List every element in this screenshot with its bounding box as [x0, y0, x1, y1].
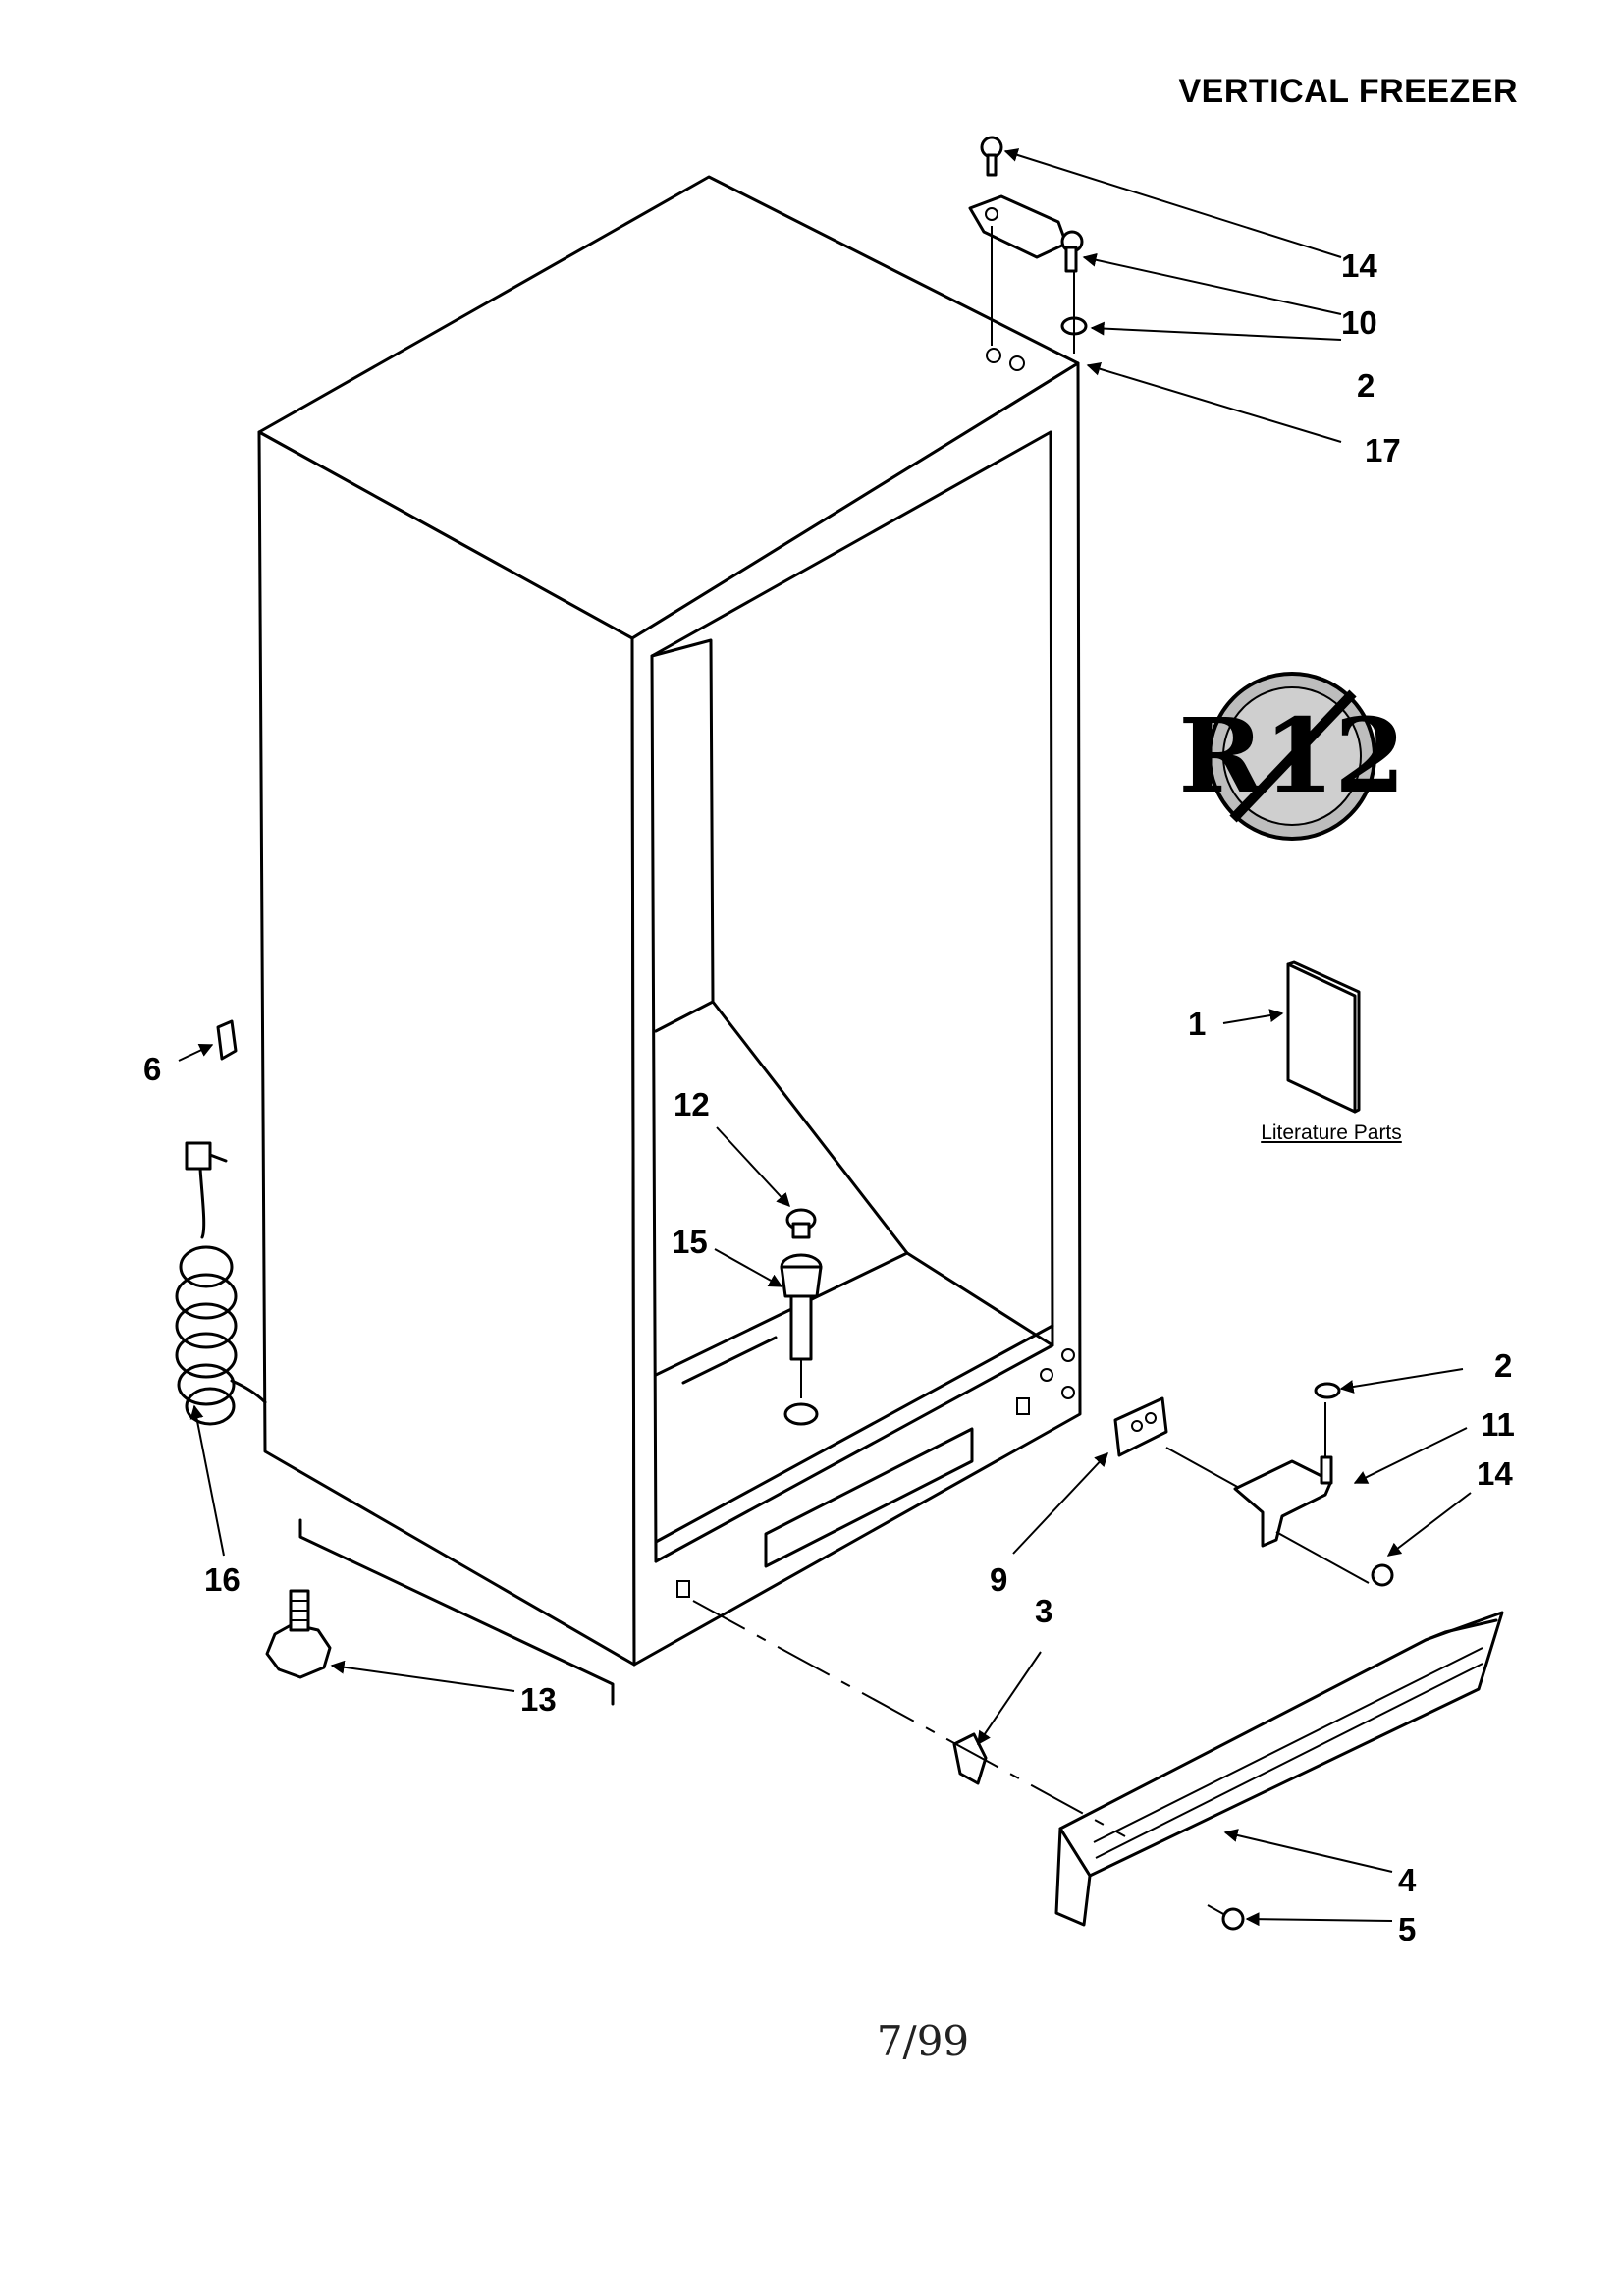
callout-12: 12: [674, 1086, 710, 1122]
literature-parts-booklet: [1286, 960, 1361, 1114]
callout-13: 13: [520, 1681, 557, 1718]
top-hinge-assembly: [968, 136, 1088, 354]
bottom-hinge-assembly: [1113, 1382, 1394, 1587]
drain-tube-assembly: [780, 1208, 823, 1426]
callout-2-right: 2: [1494, 1347, 1512, 1384]
leader-arrows: [178, 148, 1472, 1927]
leveling-leg: [265, 1589, 332, 1679]
no-r12-badge: R12: [1178, 672, 1406, 841]
callout-1: 1: [1188, 1006, 1206, 1042]
callout-6: 6: [143, 1051, 161, 1087]
callout-9: 9: [990, 1561, 1007, 1598]
literature-parts-label: Literature Parts: [1261, 1121, 1402, 1144]
callout-3: 3: [1035, 1593, 1052, 1629]
power-cord: [175, 1141, 267, 1426]
freezer-cabinet: [257, 175, 1082, 1706]
callout-14-top: 14: [1341, 247, 1377, 284]
callout-16: 16: [204, 1561, 241, 1598]
callout-14-right: 14: [1477, 1455, 1513, 1492]
callout-5: 5: [1398, 1911, 1416, 1947]
callout-11: 11: [1481, 1406, 1515, 1443]
page-date: 7/99: [876, 2017, 970, 2065]
cord-clip: [216, 1019, 238, 1061]
callout-4: 4: [1398, 1862, 1417, 1898]
callout-2-top: 2: [1357, 367, 1375, 404]
callout-15: 15: [672, 1224, 708, 1260]
callout-17: 17: [1365, 432, 1401, 468]
page-title: VERTICAL FREEZER: [1178, 73, 1518, 110]
grille-screw: [1207, 1904, 1245, 1931]
callout-10: 10: [1341, 304, 1377, 341]
toe-grille: [1054, 1611, 1504, 1927]
